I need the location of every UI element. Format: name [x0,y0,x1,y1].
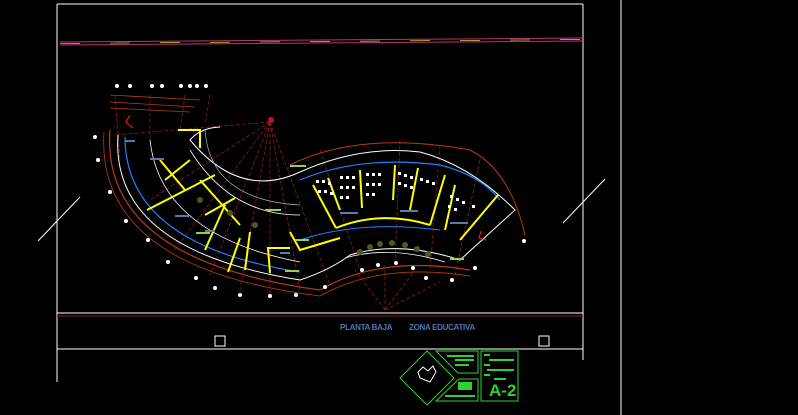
logo-icon [417,365,437,383]
sheet-frame [37,0,622,415]
floor-plan [93,84,526,311]
sheet-number: A-2 [489,381,517,400]
drawing-title-planta-baja: PLANTA BAJA [340,323,393,332]
trees [197,197,431,257]
top-boundary-line [59,37,584,46]
level-markers [196,165,464,272]
axis-markers [93,84,526,298]
room-labels [125,140,468,254]
radial-axes [114,94,481,311]
title-block [399,350,519,406]
classroom-furniture [316,172,475,211]
drawing-title-zona-educativa: ZONA EDUCATIVA [409,323,475,332]
walls [146,129,499,274]
